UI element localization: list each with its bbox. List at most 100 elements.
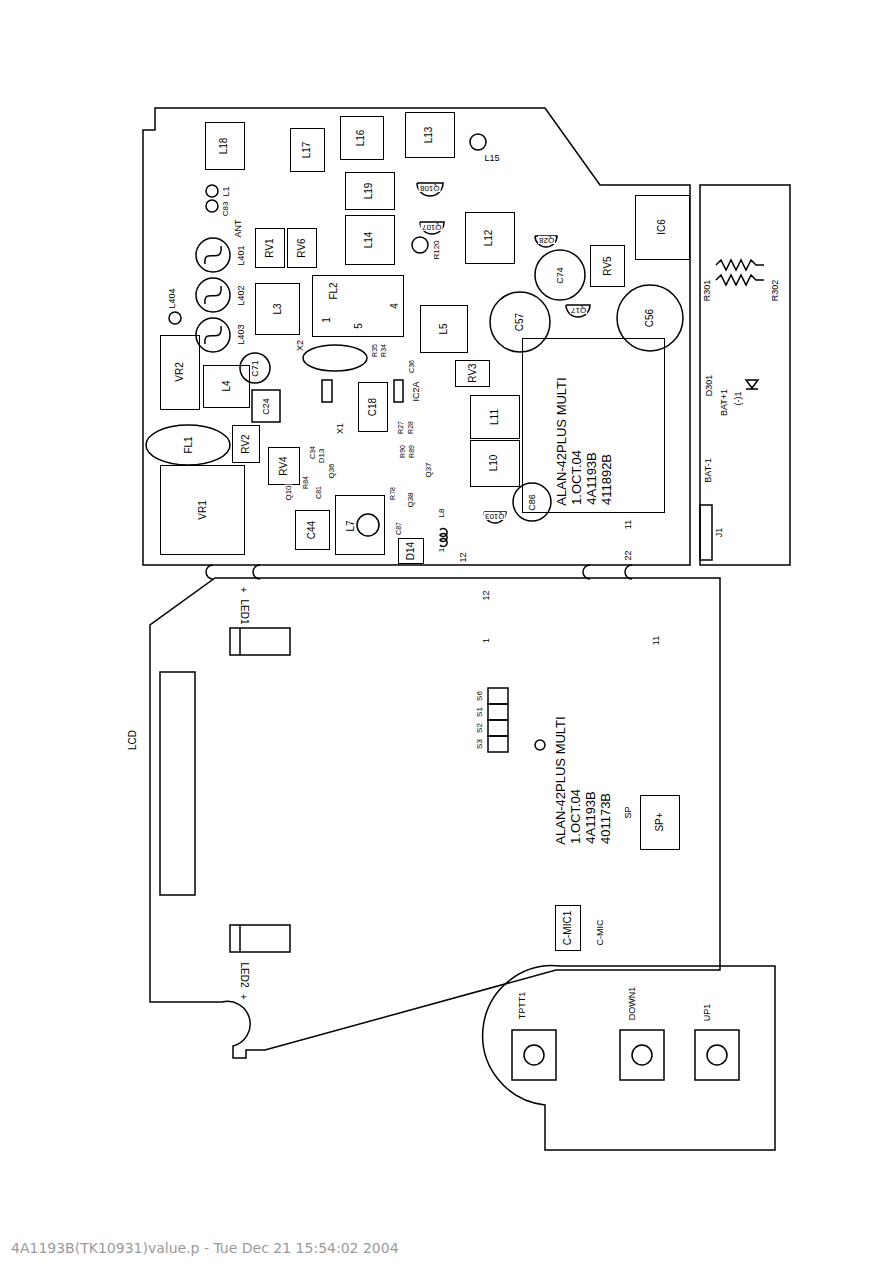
hole [535,740,545,750]
part-label: Q17 [570,306,587,314]
part-label: C36 [407,359,414,374]
board-outline [143,108,690,565]
component-box: RV1 [255,228,285,268]
part-label: Q38 [406,491,414,508]
part-label: DOWN1 [628,985,637,1021]
component-label: RV2 [241,433,251,454]
component-label: L13 [424,125,434,144]
part-label: 1 [438,547,446,553]
part-label: LCD [128,729,138,751]
component-label: C18 [368,396,378,416]
part-label: R84 [301,475,308,490]
part-label: R302 [771,278,780,302]
switch-pad [488,688,508,704]
part-label: Q103 [484,512,506,520]
component-box: L14 [345,215,395,265]
inductor-circle [470,134,486,150]
coil-symbol [440,528,447,546]
part-label: R27 [396,420,403,435]
button-circle [632,1045,652,1065]
part-label: C57 [515,312,525,332]
component-label: L7 [345,519,355,532]
part-label: TPTT1 [518,990,527,1020]
transistor-outline [535,236,557,247]
part-label: C83 [222,201,230,218]
coil-circle [196,318,230,352]
board-joint [206,565,632,579]
lcd-board [150,578,720,1058]
switch-pad [488,720,508,736]
part-label: S2 [476,722,484,734]
component-box: RV2 [232,425,260,463]
part-label: R90 [398,444,405,459]
component-label: L3 [272,302,282,315]
capacitor-circle [617,285,683,351]
component-box: FL2145 [312,275,404,337]
component-box: L3 [255,283,300,335]
component-label: 4 [390,302,400,310]
led-band [239,925,241,952]
component-label: C44 [307,519,317,539]
component-label: C-MIC1 [563,909,573,945]
part-label: BAT-1 [704,457,713,483]
button-circle [707,1045,727,1065]
coil-circle [196,238,230,272]
lcd-slot [160,672,195,895]
part-label: FL1 [183,435,193,454]
part-label: LED2 [238,961,248,988]
part-label: 11 [652,634,661,645]
part-label: + [238,586,248,594]
part-label: C24 [261,397,270,416]
component-box: L17 [290,128,325,172]
component-box: C18 [358,382,388,432]
part-label: 12 [459,551,468,563]
part-label: X1 [336,421,345,434]
component-label: L18 [219,136,229,155]
coil-symbol [205,326,221,344]
part-label: D301 [705,373,714,397]
part-label: 1.OCT.04 [568,788,581,845]
capacitor-circle [240,353,270,383]
component-box: C44 [295,510,330,550]
resistor-symbol [716,260,764,270]
part-label: S3 [476,738,484,750]
part-label: R35 [370,343,377,358]
part-label: LED1 [238,598,248,625]
part-label: SP [624,805,633,819]
part-label: L401 [237,244,246,266]
part-label: C71 [250,359,259,378]
component-box: VR2 [160,335,200,410]
component-label: VR2 [175,361,185,382]
transistor-outline [566,305,590,317]
coil-symbol [205,246,221,264]
part-label: C86 [527,493,536,512]
resistor-symbol [716,275,764,285]
part-label: Q107 [421,223,443,231]
component-label: RV4 [279,455,289,476]
component-box: SP+ [640,795,680,850]
part-label: Q37 [424,461,432,478]
capacitor-circle [513,483,551,521]
part-label: 1 [482,636,491,643]
component-label: RV6 [297,237,307,258]
component-box: RV6 [287,228,317,268]
part-label: BAT+1 [720,387,729,416]
component-box: L13 [405,112,455,158]
component-label: VR1 [197,499,207,520]
key-board [483,966,775,1150]
coil-symbol [205,286,221,304]
component-label: RV3 [467,362,477,383]
inductor-circle [169,312,181,324]
part-label: C56 [645,308,655,328]
led-outline [230,628,290,655]
component-label: L12 [484,228,494,247]
component-box: L7 [335,495,385,555]
component-label: IC6 [657,218,667,236]
filter-outline [146,425,230,465]
part-label: 12 [482,589,491,601]
component-box: L10 [470,440,520,487]
part-label: R78 [388,486,395,501]
capacitor-circle [206,200,218,212]
button-outline [620,1030,664,1080]
